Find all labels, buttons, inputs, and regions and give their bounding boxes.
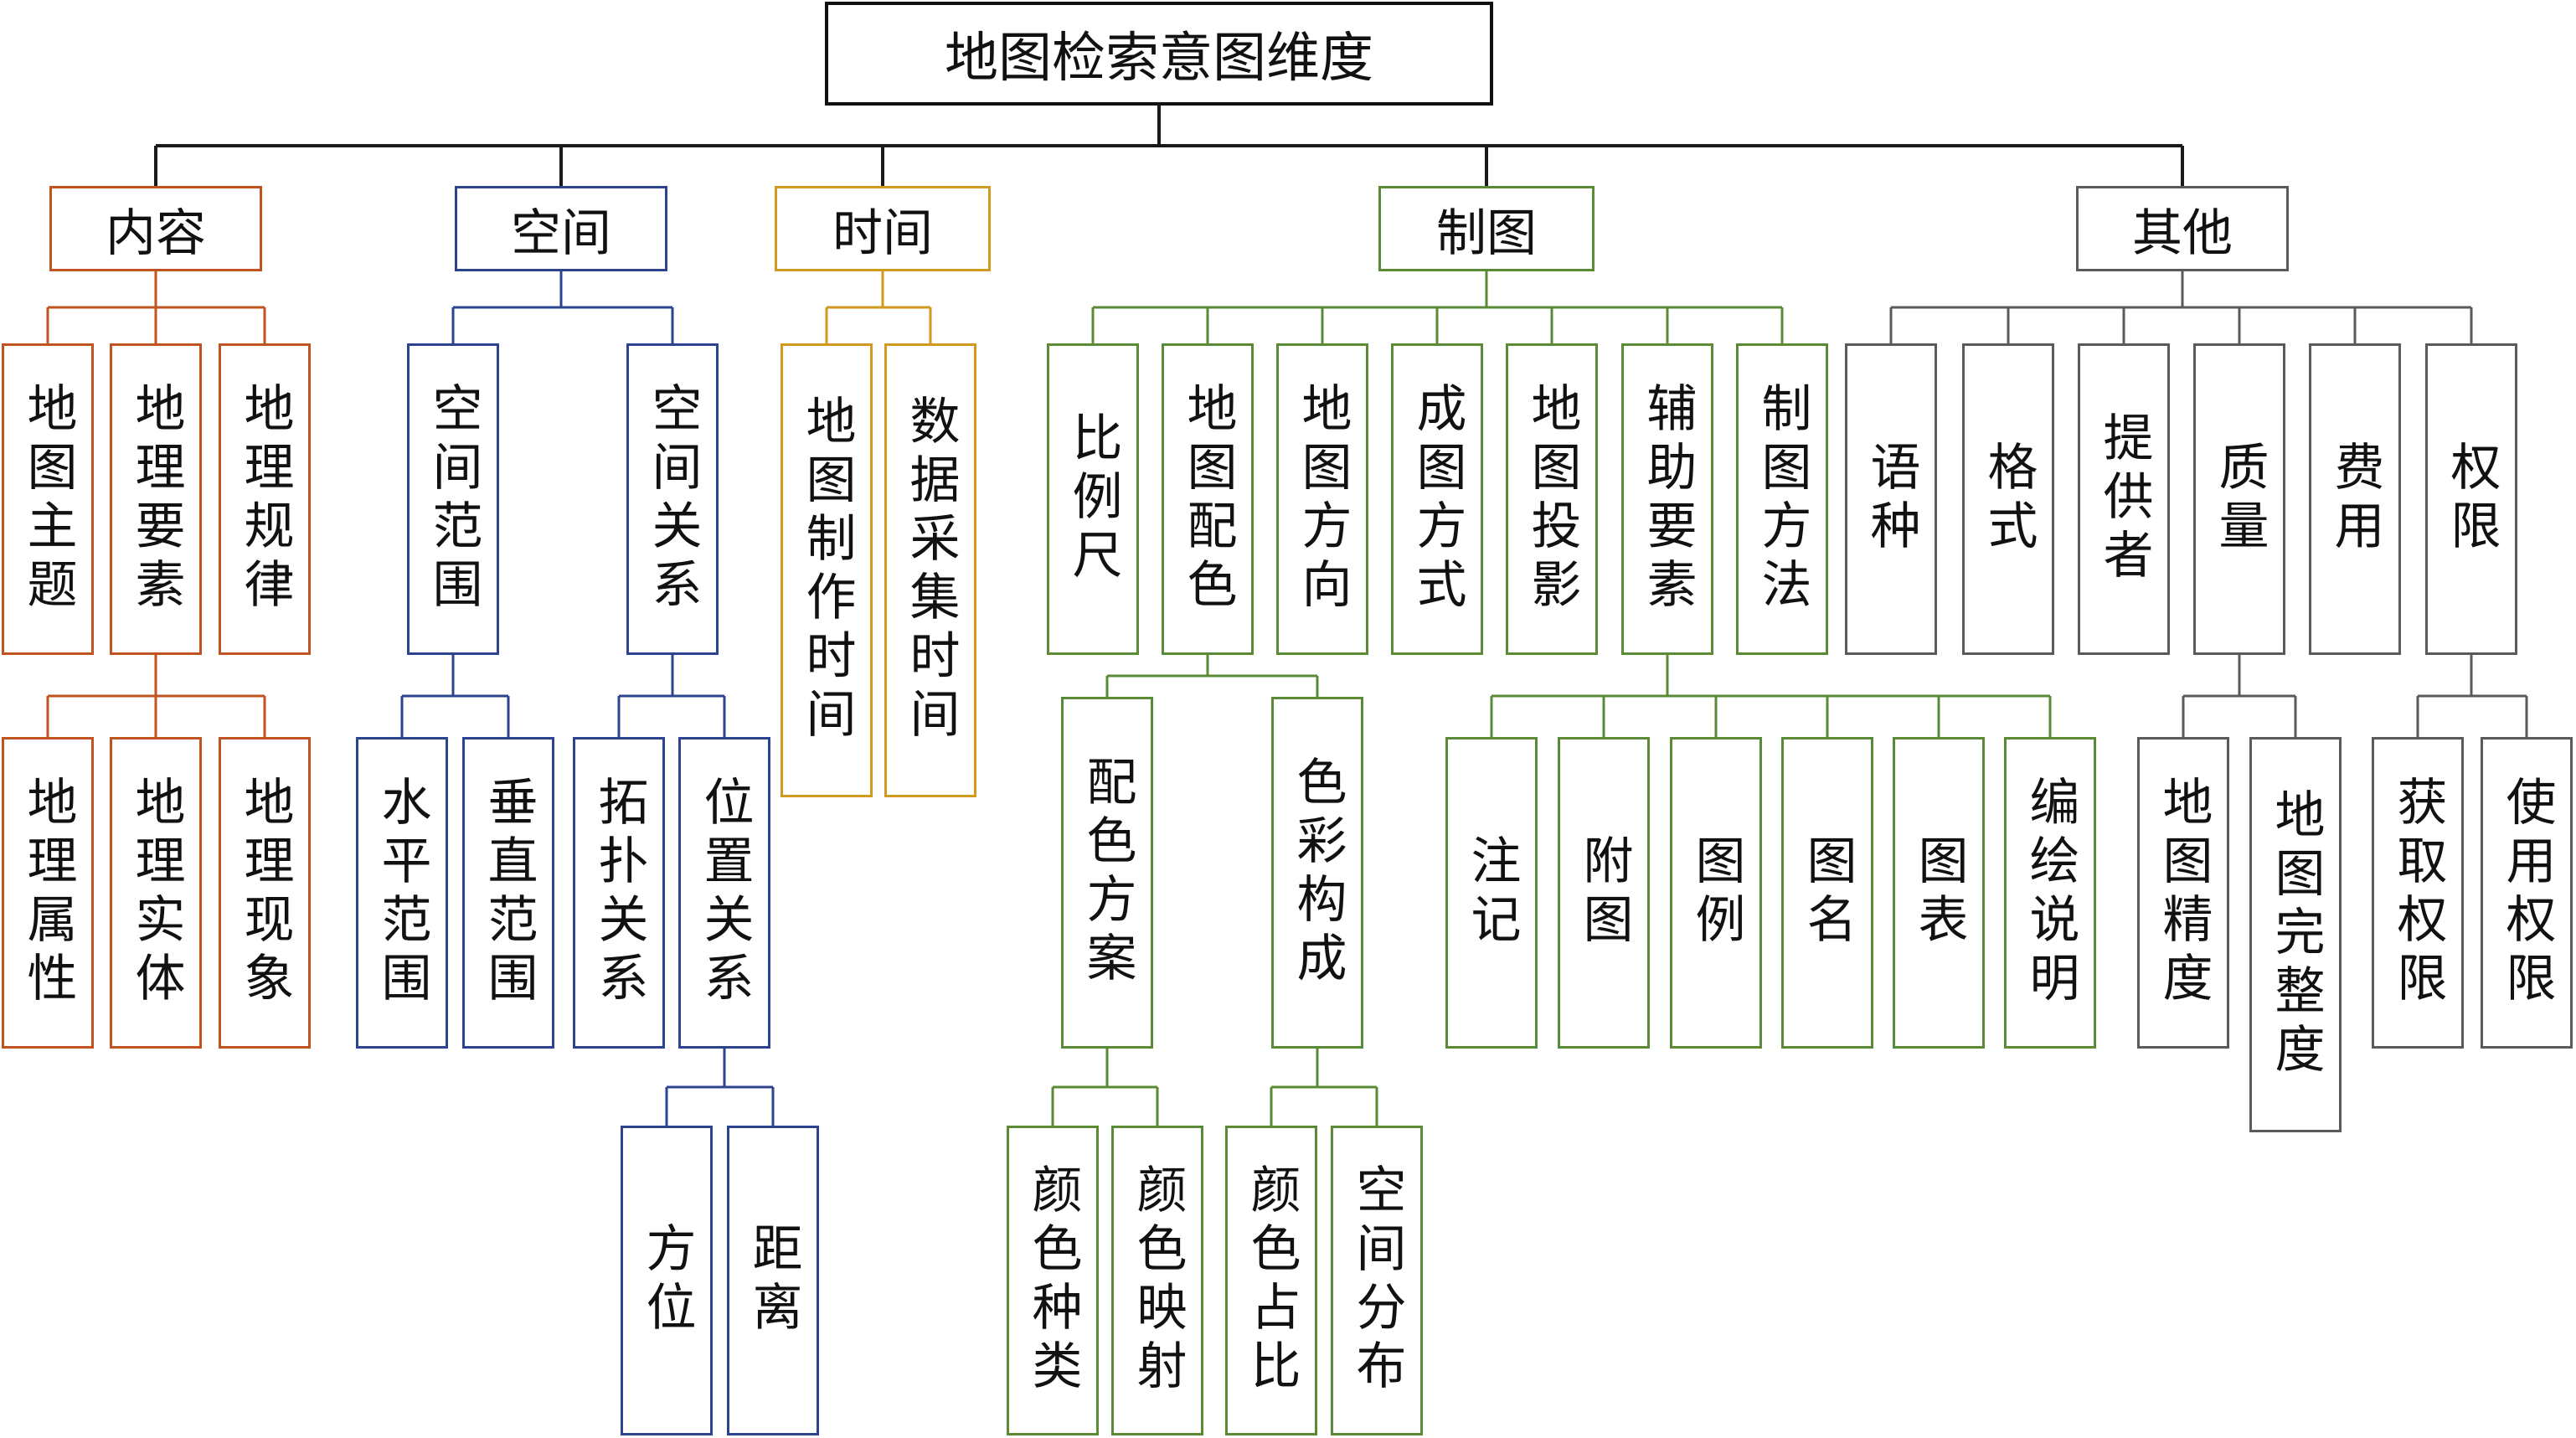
category-cartography: 制图: [1378, 186, 1595, 271]
category-content-child-1-child-0: 地理属性: [2, 737, 94, 1049]
category-cartography-child-0: 比例尺: [1047, 343, 1139, 655]
category-cartography-child-5-child-2: 图例: [1670, 737, 1762, 1049]
category-content: 内容: [49, 186, 262, 271]
category-cartography-child-6: 制图方法: [1736, 343, 1828, 655]
category-cartography-child-3: 成图方式: [1391, 343, 1483, 655]
category-space-child-1-child-1-child-1: 距离: [727, 1126, 819, 1435]
category-time: 时间: [775, 186, 991, 271]
category-cartography-child-1: 地图配色: [1162, 343, 1254, 655]
category-other-child-4: 费用: [2309, 343, 2401, 655]
category-cartography-child-5-child-1: 附图: [1558, 737, 1650, 1049]
category-cartography-child-5-child-3: 图名: [1781, 737, 1873, 1049]
category-cartography-child-2: 地图方向: [1276, 343, 1368, 655]
category-content-child-0: 地图主题: [2, 343, 94, 655]
category-cartography-child-5-child-5: 编绘说明: [2004, 737, 2096, 1049]
category-cartography-child-5: 辅助要素: [1621, 343, 1713, 655]
category-content-child-1-child-2: 地理现象: [219, 737, 311, 1049]
category-time-child-1: 数据采集时间: [884, 343, 976, 797]
category-cartography-child-4: 地图投影: [1506, 343, 1598, 655]
category-other-child-5-child-1: 使用权限: [2481, 737, 2573, 1049]
category-other-child-5: 权限: [2425, 343, 2517, 655]
category-cartography-child-1-child-1: 色彩构成: [1271, 697, 1363, 1049]
category-content-child-2: 地理规律: [219, 343, 311, 655]
category-time-child-0: 地图制作时间: [781, 343, 873, 797]
category-other-child-3: 质量: [2193, 343, 2285, 655]
category-cartography-child-1-child-1-child-1: 空间分布: [1331, 1126, 1423, 1435]
category-space-child-1: 空间关系: [626, 343, 719, 655]
category-space-child-0: 空间范围: [407, 343, 499, 655]
category-other: 其他: [2076, 186, 2289, 271]
category-other-child-2: 提供者: [2078, 343, 2170, 655]
category-space-child-0-child-0: 水平范围: [356, 737, 448, 1049]
root-node: 地图检索意图维度: [825, 2, 1493, 106]
category-other-child-3-child-1: 地图完整度: [2249, 737, 2342, 1132]
category-cartography-child-1-child-0: 配色方案: [1061, 697, 1153, 1049]
category-other-child-1: 格式: [1962, 343, 2054, 655]
category-cartography-child-5-child-0: 注记: [1445, 737, 1538, 1049]
category-cartography-child-5-child-4: 图表: [1893, 737, 1985, 1049]
category-space-child-1-child-0: 拓扑关系: [573, 737, 665, 1049]
category-space-child-1-child-1-child-0: 方位: [621, 1126, 713, 1435]
category-cartography-child-1-child-0-child-0: 颜色种类: [1007, 1126, 1099, 1435]
root-label: 地图检索意图维度: [945, 28, 1373, 90]
category-space: 空间: [455, 186, 667, 271]
category-other-child-0: 语种: [1845, 343, 1937, 655]
category-space-child-1-child-1: 位置关系: [678, 737, 770, 1049]
category-other-child-5-child-0: 获取权限: [2372, 737, 2464, 1049]
category-other-child-3-child-0: 地图精度: [2137, 737, 2229, 1049]
category-content-child-1: 地理要素: [110, 343, 202, 655]
category-cartography-child-1-child-1-child-0: 颜色占比: [1225, 1126, 1317, 1435]
category-content-child-1-child-1: 地理实体: [110, 737, 202, 1049]
category-space-child-0-child-1: 垂直范围: [462, 737, 554, 1049]
category-cartography-child-1-child-0-child-1: 颜色映射: [1111, 1126, 1203, 1435]
